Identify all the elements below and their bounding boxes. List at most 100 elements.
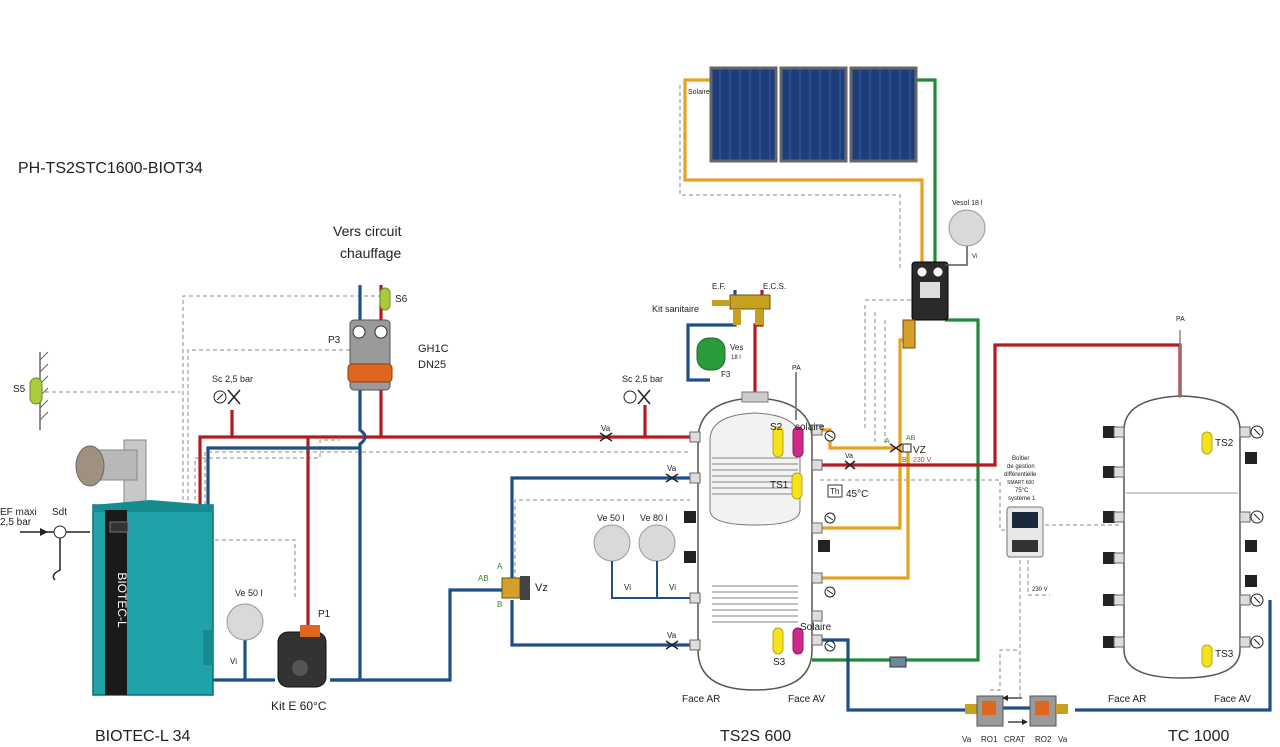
sensor-s6 (379, 287, 391, 311)
vesol-vessel (948, 209, 986, 247)
va-3-label: Va (667, 631, 677, 640)
ef-label: E.F. (712, 282, 726, 291)
sensor-ts1 (791, 472, 803, 500)
vz-label: Vz (535, 582, 548, 594)
vz-b-label: B (497, 600, 502, 609)
gh1c-label: GH1C (418, 343, 449, 355)
tank-gauges (824, 430, 836, 652)
s2-label: S2 (770, 422, 783, 433)
vers-circuit-label: Vers circuit (333, 223, 402, 239)
pump-ro1 (965, 695, 1004, 727)
boitier-line-2: de gestion (1007, 464, 1035, 470)
va-5-label: Va (962, 735, 972, 744)
gauge-mid-icon (623, 390, 637, 404)
kit-e-label: Kit E 60°C (271, 699, 327, 713)
pump-ro2 (1029, 695, 1068, 727)
ts3-label: TS3 (1215, 649, 1234, 660)
sensor-s2 (772, 426, 784, 458)
vz-valve-icon (889, 443, 903, 453)
solaire-upper-label: solaire (795, 422, 825, 433)
boitier-230v: 230 V (1032, 587, 1048, 593)
solaire-lower-label: Solaire (800, 622, 832, 633)
tc-face-ar: Face AR (1108, 694, 1146, 705)
valve-va-1-icon (599, 432, 613, 442)
safety-valve-mid-icon (637, 389, 651, 405)
zone-valve-vz (501, 576, 530, 600)
kit-e-valve (277, 625, 327, 688)
valve-va-2-icon (665, 473, 679, 483)
boitier-line-1: Boîtier (1012, 456, 1029, 462)
crat-arrows (1008, 697, 1022, 723)
p1-label: P1 (318, 609, 331, 620)
ves-label: Ves (730, 343, 743, 352)
safety-valve-left-icon (227, 389, 241, 405)
valve-va-4-icon (844, 460, 856, 470)
pa-tc-label: PA (1176, 316, 1185, 323)
p3-label: P3 (328, 335, 341, 346)
dn25-label: DN25 (418, 359, 446, 371)
va-2-label: Va (667, 464, 677, 473)
vz-upper-label: VZ (913, 445, 926, 456)
vz-230v-label: 230 V (913, 457, 932, 464)
solar-panels (709, 66, 918, 163)
boitier-line-4: SMART 600 (1007, 480, 1034, 486)
ef-maxi-label: EF maxi (0, 507, 37, 518)
sdt-label: Sdt (52, 507, 67, 518)
vi-80-label: Vi (669, 583, 676, 592)
s6-label: S6 (395, 294, 408, 305)
sc-left-label: Sc 2,5 bar (212, 374, 253, 384)
expansion-vessel-left (226, 603, 264, 641)
va-1-label: Va (601, 424, 611, 433)
tc1000-name: TC 1000 (1168, 728, 1229, 745)
ve80-label: Ve 80 l (640, 513, 668, 523)
sensor-s5 (29, 351, 49, 430)
va-6-label: Va (1058, 735, 1068, 744)
thermostat-icon (827, 484, 843, 498)
ts2s-face-ar: Face AR (682, 694, 720, 705)
sensor-solaire-lower (792, 627, 804, 655)
sensor-s3 (772, 627, 784, 655)
ve50-left-label: Ve 50 l (235, 588, 263, 598)
vz-ab-label: AB (478, 574, 489, 583)
va-4-label: Va (845, 453, 853, 460)
ts2s-name: TS2S 600 (720, 728, 791, 745)
pa-ts2s-label: PA (792, 365, 801, 372)
pump-group-gh1c (347, 319, 393, 391)
solaire-panel-label: Solaire (688, 89, 710, 96)
tank-ts2s (684, 372, 830, 691)
ts2s-face-av: Face AV (788, 694, 825, 705)
boitier-line-3: différentielle (1004, 472, 1037, 478)
f3-label: F3 (721, 370, 731, 379)
ef-bar-label: 2,5 bar (0, 517, 32, 528)
boiler-biotec: BIOTEC-L (75, 439, 214, 696)
control-box (1006, 506, 1044, 558)
fill-valve-icon (889, 656, 907, 668)
ro1-label: RO1 (981, 735, 998, 744)
ves-vol-label: 18 l (731, 355, 741, 361)
t45-label: 45°C (846, 489, 868, 500)
vz-upper-b: B (902, 457, 907, 464)
s3-label: S3 (773, 657, 786, 668)
vz-upper-a: A (885, 438, 890, 445)
sc-mid-label: Sc 2,5 bar (622, 374, 663, 384)
boiler-name: BIOTEC-L 34 (95, 728, 191, 745)
diagram-title: PH-TS2STC1600-BIOT34 (18, 160, 203, 177)
control-wires (45, 85, 1120, 700)
vz-upper-ab: AB (906, 435, 916, 442)
sensor-solaire-upper (792, 426, 804, 458)
ecs-label: E.C.S. (763, 282, 786, 291)
expansion-vessel-50 (593, 524, 631, 562)
crat-label: CRAT (1004, 735, 1025, 744)
valve-va-3-icon (665, 640, 679, 650)
sensor-ts3 (1201, 644, 1213, 668)
tank-tc1000 (1103, 330, 1264, 679)
expansion-vessel-80 (638, 524, 676, 562)
vessel-ves (696, 337, 726, 371)
ro2-label: RO2 (1035, 735, 1052, 744)
ts1-label: TS1 (770, 480, 789, 491)
ve50-label: Ve 50 l (597, 513, 625, 523)
chauffage-label: chauffage (340, 245, 401, 261)
vesol-label: Vesol 18 l (952, 200, 983, 207)
drain-icon (52, 538, 61, 581)
